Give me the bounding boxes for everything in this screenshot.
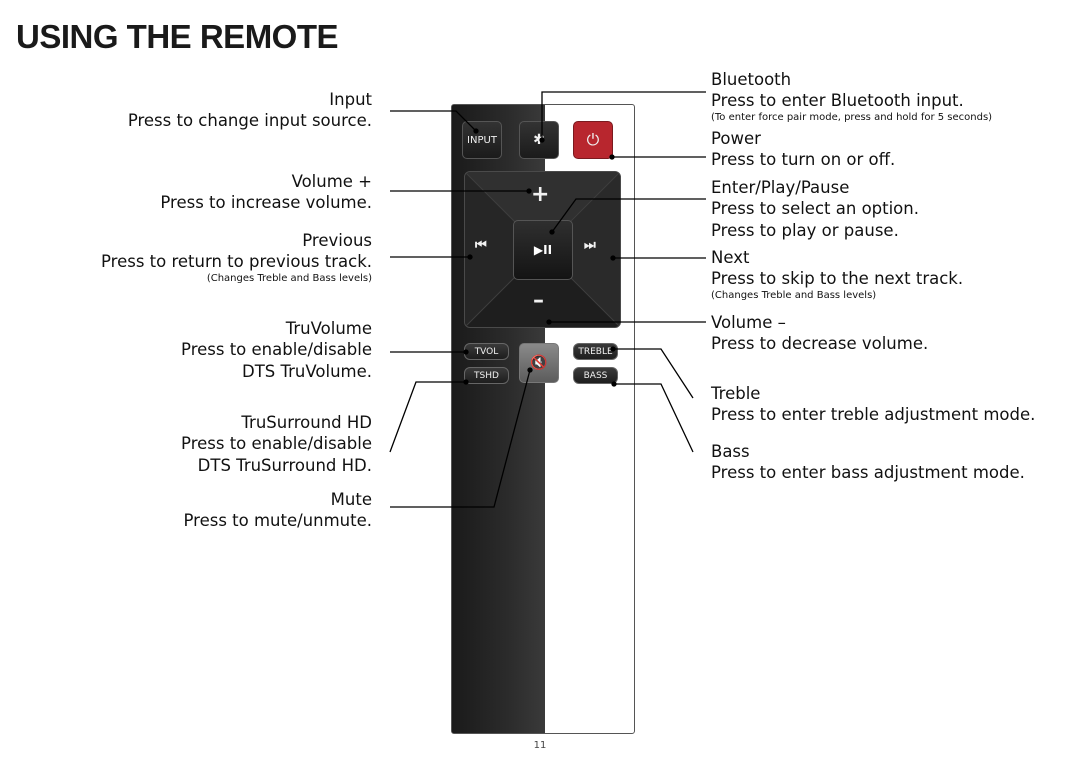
volume-down-button[interactable]: – bbox=[533, 288, 544, 313]
page-number: 11 bbox=[533, 740, 547, 751]
treble-label: TREBLE bbox=[578, 346, 613, 357]
page-title: USING THE REMOTE bbox=[16, 18, 339, 55]
callout-body: Press to return to previous track. bbox=[100, 252, 372, 271]
callout-heading: TruVolume bbox=[285, 319, 372, 338]
callout-body: DTS TruVolume. bbox=[241, 362, 372, 381]
callout-body: DTS TruSurround HD. bbox=[197, 456, 372, 475]
callout-body: Press to select an option. bbox=[711, 199, 919, 218]
bluetooth-leader-dot bbox=[539, 137, 545, 143]
mute-leader-line bbox=[390, 369, 531, 508]
callout-note: (Changes Treble and Bass levels) bbox=[711, 290, 877, 301]
mute-leader-dot bbox=[527, 367, 533, 373]
enter-play-pause-button[interactable]: ▶II bbox=[513, 220, 573, 280]
callout-body: Press to mute/unmute. bbox=[183, 511, 372, 530]
treble-leader-line bbox=[613, 348, 694, 399]
previous-button[interactable]: ⏮ bbox=[475, 238, 487, 253]
volume-minus-leader-dot bbox=[546, 319, 552, 325]
enter-leader-dot bbox=[549, 229, 555, 235]
play-pause-icon: ▶II bbox=[533, 243, 553, 257]
volume-plus-leader-dot bbox=[526, 188, 532, 194]
callout-body: Press to enter Bluetooth input. bbox=[711, 91, 964, 110]
input-button[interactable]: INPUT bbox=[462, 121, 502, 159]
callout-body: Press to play or pause. bbox=[711, 221, 899, 240]
callout-body: Press to enable/disable bbox=[181, 434, 372, 453]
bluetooth-button[interactable]: ✱ bbox=[519, 121, 559, 159]
callout-body: Press to increase volume. bbox=[160, 193, 372, 212]
remote-control: INPUT ✱ ⏻ + – ⏮ ⏭ ▶II TVOL TSHD 🔇 TREBLE bbox=[451, 104, 635, 734]
volume-minus-callout: Volume – Press to decrease volume. bbox=[711, 312, 928, 355]
bass-button[interactable]: BASS bbox=[573, 367, 618, 384]
callout-heading: Volume – bbox=[711, 313, 786, 332]
input-leader-line bbox=[390, 110, 477, 132]
previous-leader-dot bbox=[467, 254, 473, 260]
callout-body: Press to decrease volume. bbox=[711, 334, 929, 353]
bluetooth-leader-line bbox=[541, 91, 706, 140]
truvolume-callout: TruVolume Press to enable/disable DTS Tr… bbox=[181, 318, 372, 383]
next-callout: Next Press to skip to the next track. (C… bbox=[711, 247, 963, 302]
trusurround-leader-dot bbox=[463, 379, 469, 385]
callout-body: Press to enable/disable bbox=[181, 340, 372, 359]
callout-heading: Enter/Play/Pause bbox=[711, 178, 850, 197]
power-button[interactable]: ⏻ bbox=[573, 121, 613, 159]
input-label: INPUT bbox=[467, 134, 497, 146]
callout-body: Press to enter bass adjustment mode. bbox=[711, 463, 1025, 482]
callout-heading: Input bbox=[329, 90, 372, 109]
mute-button[interactable]: 🔇 bbox=[519, 343, 559, 383]
volume-up-button[interactable]: + bbox=[531, 182, 550, 207]
truvolume-leader-dot bbox=[463, 349, 469, 355]
callout-body: Press to enter treble adjustment mode. bbox=[711, 405, 1036, 424]
bass-leader-dot bbox=[611, 381, 617, 387]
callout-heading: Power bbox=[711, 129, 761, 148]
callout-body: Press to change input source. bbox=[127, 111, 372, 130]
next-leader-dot bbox=[610, 255, 616, 261]
tvol-label: TVOL bbox=[474, 346, 499, 357]
volume-plus-callout: Volume + Press to increase volume. bbox=[160, 171, 372, 214]
treble-button[interactable]: TREBLE bbox=[573, 343, 618, 360]
callout-heading: Mute bbox=[330, 490, 372, 509]
bluetooth-callout: Bluetooth Press to enter Bluetooth input… bbox=[711, 69, 992, 124]
trusurround-leader-line bbox=[389, 381, 466, 453]
tshd-label: TSHD bbox=[474, 370, 499, 381]
callout-heading: Previous bbox=[302, 231, 372, 250]
mute-icon: 🔇 bbox=[530, 355, 548, 371]
input-leader-dot bbox=[473, 128, 479, 134]
callout-heading: Volume + bbox=[291, 172, 372, 191]
callout-heading: Bass bbox=[711, 442, 750, 461]
callout-heading: Treble bbox=[711, 384, 761, 403]
dpad: + – ⏮ ⏭ ▶II bbox=[464, 171, 621, 328]
bass-leader-line bbox=[614, 383, 694, 453]
callout-heading: Bluetooth bbox=[711, 70, 792, 89]
power-callout: Power Press to turn on or off. bbox=[711, 128, 895, 171]
next-button[interactable]: ⏭ bbox=[584, 238, 596, 253]
mute-callout: Mute Press to mute/unmute. bbox=[183, 489, 372, 532]
bass-label: BASS bbox=[583, 370, 608, 381]
enter-leader-line bbox=[551, 198, 706, 233]
power-leader-dot bbox=[609, 154, 615, 160]
power-icon: ⏻ bbox=[586, 130, 600, 149]
enter-play-pause-callout: Enter/Play/Pause Press to select an opti… bbox=[711, 177, 919, 242]
callout-note: (Changes Treble and Bass levels) bbox=[206, 273, 372, 284]
bass-callout: Bass Press to enter bass adjustment mode… bbox=[711, 441, 1025, 484]
callout-body: Press to turn on or off. bbox=[711, 150, 896, 169]
tshd-button[interactable]: TSHD bbox=[464, 367, 509, 384]
callout-heading: Next bbox=[711, 248, 750, 267]
trusurround-callout: TruSurround HD Press to enable/disable D… bbox=[181, 412, 372, 477]
treble-leader-dot bbox=[610, 346, 616, 352]
previous-callout: Previous Press to return to previous tra… bbox=[101, 230, 372, 285]
tvol-button[interactable]: TVOL bbox=[464, 343, 509, 360]
callout-heading: TruSurround HD bbox=[241, 413, 372, 432]
input-callout: Input Press to change input source. bbox=[128, 89, 372, 132]
callout-body: Press to skip to the next track. bbox=[711, 269, 964, 288]
treble-callout: Treble Press to enter treble adjustment … bbox=[711, 383, 1035, 426]
callout-note: (To enter force pair mode, press and hol… bbox=[711, 112, 993, 123]
bluetooth-icon: ✱ bbox=[533, 132, 545, 148]
